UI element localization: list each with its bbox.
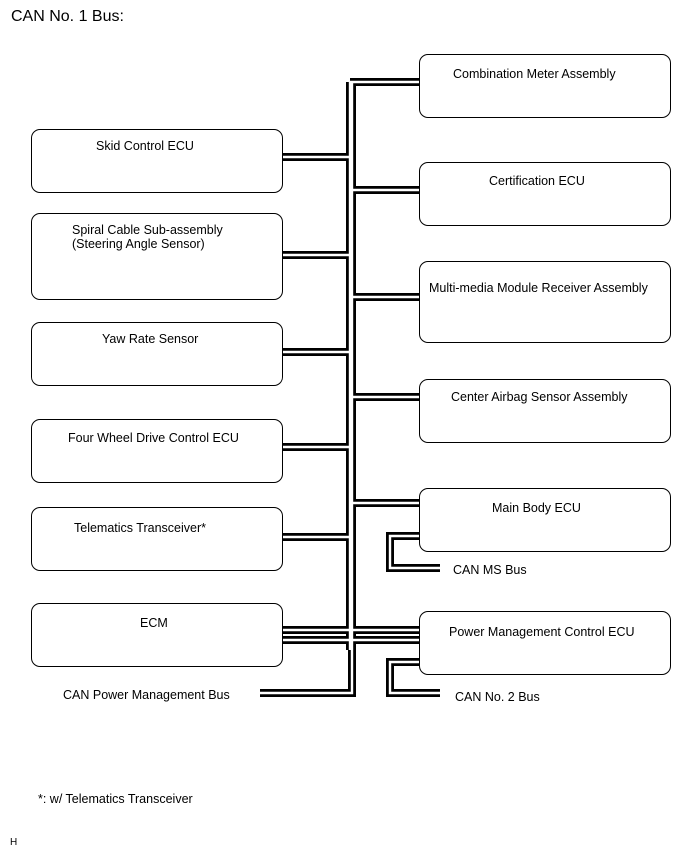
module-box-skid-control-ecu xyxy=(31,129,283,193)
module-box-certification-ecu xyxy=(419,162,671,226)
module-label-multimedia-receiver: Multi-media Module Receiver Assembly xyxy=(429,281,648,295)
bus-wire-inner xyxy=(388,660,440,695)
module-box-ecm xyxy=(31,603,283,667)
module-box-multimedia-receiver xyxy=(419,261,671,343)
module-label-certification-ecu: Certification ECU xyxy=(489,174,585,188)
module-box-center-airbag-sensor xyxy=(419,379,671,443)
bus-wire-inner xyxy=(260,648,354,695)
module-box-main-body-ecu xyxy=(419,488,671,552)
module-box-power-management-ecu xyxy=(419,611,671,675)
module-label-center-airbag-sensor: Center Airbag Sensor Assembly xyxy=(451,390,628,404)
module-box-yaw-rate-sensor xyxy=(31,322,283,386)
module-label-power-management-ecu: Power Management Control ECU xyxy=(449,625,635,639)
module-label-main-body-ecu: Main Body ECU xyxy=(492,501,581,515)
footnote: *: w/ Telematics Transceiver xyxy=(38,792,193,806)
bus-wire-inner xyxy=(388,534,440,570)
label-can-power-management-bus: CAN Power Management Bus xyxy=(63,688,230,702)
module-label-ecm: ECM xyxy=(140,616,168,630)
label-can-ms-bus: CAN MS Bus xyxy=(453,563,527,577)
module-label-skid-control-ecu: Skid Control ECU xyxy=(96,139,194,153)
module-box-four-wheel-drive-ecu xyxy=(31,419,283,483)
module-label-four-wheel-drive-ecu: Four Wheel Drive Control ECU xyxy=(68,431,239,445)
corner-mark: H xyxy=(10,837,18,848)
label-can-no2-bus: CAN No. 2 Bus xyxy=(455,690,540,704)
module-label-telematics-transceiver: Telematics Transceiver* xyxy=(74,521,206,535)
module-label-spiral-cable: Spiral Cable Sub-assembly (Steering Angl… xyxy=(72,223,223,251)
module-box-spiral-cable xyxy=(31,213,283,300)
module-box-combination-meter xyxy=(419,54,671,118)
module-label-yaw-rate-sensor: Yaw Rate Sensor xyxy=(102,332,199,346)
diagram-title: CAN No. 1 Bus: xyxy=(11,8,124,25)
module-label-combination-meter: Combination Meter Assembly xyxy=(453,67,616,81)
module-box-telematics-transceiver xyxy=(31,507,283,571)
